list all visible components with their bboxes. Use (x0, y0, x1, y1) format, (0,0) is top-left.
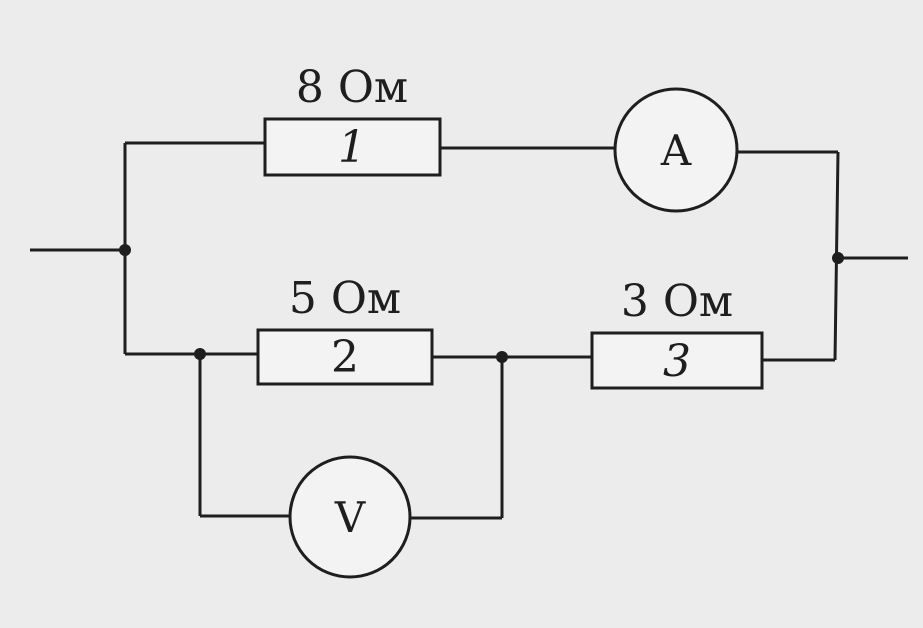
resistor-1-body (263, 117, 442, 177)
junctions (119, 244, 844, 363)
resistor-3-number: 3 (663, 336, 691, 387)
junction-right (832, 252, 844, 264)
junction-voltmeter-left (194, 348, 206, 360)
resistor-1-number: 1 (338, 122, 366, 173)
wires (30, 141, 908, 520)
ammeter-label: A (660, 126, 692, 175)
resistor-2-value: 5 Ом (289, 273, 401, 324)
resistor-1-value: 8 Ом (296, 62, 408, 113)
voltmeter-label: V (334, 493, 366, 542)
resistor-3: 3 Ом 3 (590, 276, 764, 390)
ammeter: A (613, 87, 739, 213)
resistor-3-body (590, 331, 764, 390)
voltmeter: V (288, 455, 412, 579)
resistor-2-body (256, 328, 434, 386)
resistor-3-value: 3 Ом (621, 276, 733, 327)
junction-left (119, 244, 131, 256)
junction-voltmeter-right (496, 351, 508, 363)
voltmeter-circle (288, 455, 412, 579)
resistor-2: 5 Ом 2 (256, 273, 434, 386)
resistor-2-number: 2 (331, 332, 359, 383)
resistor-1: 8 Ом 1 (263, 62, 442, 177)
ammeter-circle (613, 87, 739, 213)
